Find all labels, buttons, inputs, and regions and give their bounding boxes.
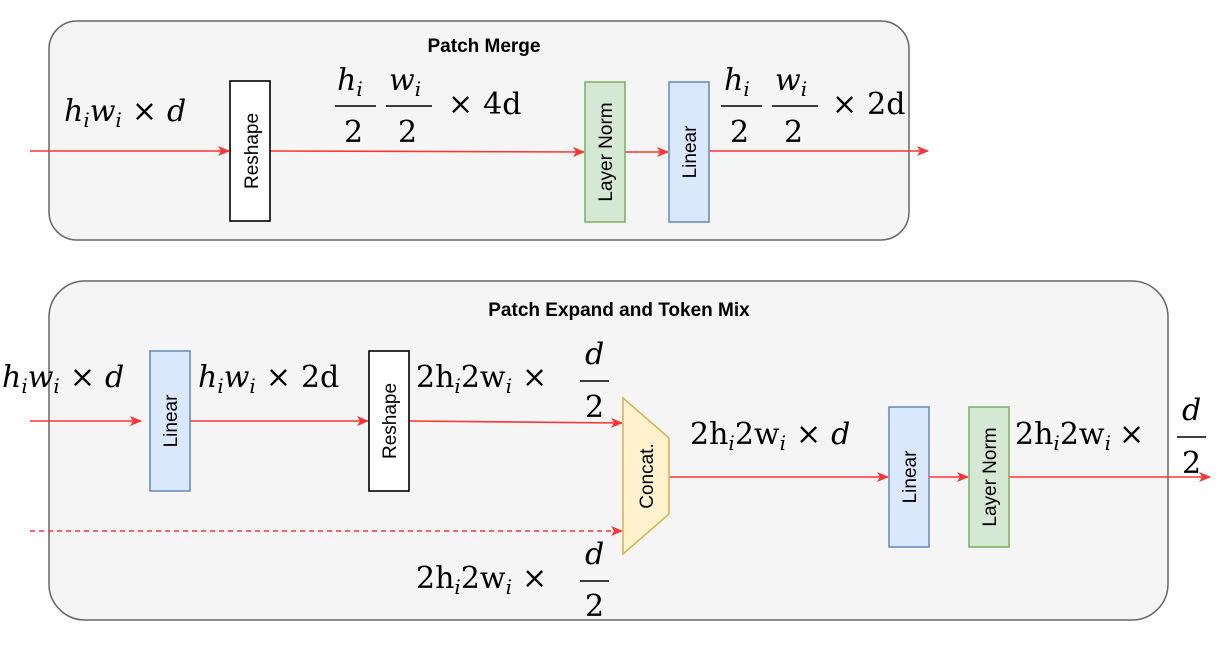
expand-label-input: hiwi×d [2,360,124,398]
svg-text:d: d [585,337,604,372]
svg-text:hi: hi [724,63,750,101]
svg-text:2hi2wi×d: 2hi2wi×d [690,417,850,455]
svg-text:×2d: ×2d [832,87,905,122]
expand-linear-block-2: Linear [888,406,930,548]
merge-label-reshaped: hi 2 wi 2 ×4d [335,63,521,150]
svg-text:hiwi×2d: hiwi×2d [198,360,339,398]
patch-expand-panel: Patch Expand and Token Mix Linear Reshap… [2,280,1211,624]
merge-arrow-reshape-to-norm [269,146,585,157]
merge-reshape-label: Reshape [242,113,263,189]
merge-linear-block: Linear [668,81,710,223]
expand-layer-norm-label: Layer Norm [980,427,1001,526]
svg-text:wi: wi [389,63,421,101]
expand-linear-1-label: Linear [161,394,182,447]
svg-text:d: d [1182,393,1201,428]
svg-text:hi: hi [337,63,363,101]
svg-text:2: 2 [344,115,363,150]
expand-layer-norm-block: Layer Norm [968,406,1010,548]
svg-text:2: 2 [398,115,417,150]
expand-concat-block: Concat. [622,396,670,556]
svg-text:2: 2 [585,589,604,624]
expand-label-skip: 2hi2wi× d 2 [416,537,609,624]
expand-label-output: 2hi2wi× d 2 [1015,393,1206,481]
svg-text:2hi2wi×: 2hi2wi× [1015,417,1144,455]
expand-reshape-block: Reshape [368,350,410,492]
expand-concat-label: Concat. [637,443,658,508]
svg-text:wi: wi [775,63,807,101]
patch-merge-panel: Patch Merge Reshape Layer Norm Linear hi… [30,20,929,241]
expand-label-after-concat: 2hi2wi×d [690,417,850,455]
expand-linear-block-1: Linear [149,350,191,492]
svg-text:hiwi×d: hiwi×d [2,360,124,398]
merge-linear-label: Linear [680,125,701,178]
svg-text:×4d: ×4d [448,87,521,122]
merge-reshape-block: Reshape [229,80,271,222]
expand-arrow-reshape-to-concat [408,417,623,428]
expand-reshape-label: Reshape [380,383,401,459]
merge-label-output: hi 2 wi 2 ×2d [721,63,905,150]
merge-layer-norm-label: Layer Norm [596,102,617,201]
svg-text:d: d [585,537,604,572]
svg-text:2: 2 [730,115,749,150]
svg-text:2: 2 [784,115,803,150]
merge-layer-norm-block: Layer Norm [584,81,626,223]
patch-merge-title: Patch Merge [428,36,541,57]
merge-label-input: hiwi×d [64,94,186,132]
expand-label-after-reshape: 2hi2wi× d 2 [416,337,609,425]
patch-expand-title: Patch Expand and Token Mix [488,300,750,321]
svg-text:2hi2wi×: 2hi2wi× [416,360,547,398]
svg-text:2: 2 [585,390,604,425]
svg-text:2hi2wi×: 2hi2wi× [416,561,547,599]
svg-text:hiwi×d: hiwi×d [64,94,186,132]
expand-label-after-linear: hiwi×2d [198,360,339,398]
svg-text:2: 2 [1182,446,1201,481]
expand-linear-2-label: Linear [900,450,921,503]
